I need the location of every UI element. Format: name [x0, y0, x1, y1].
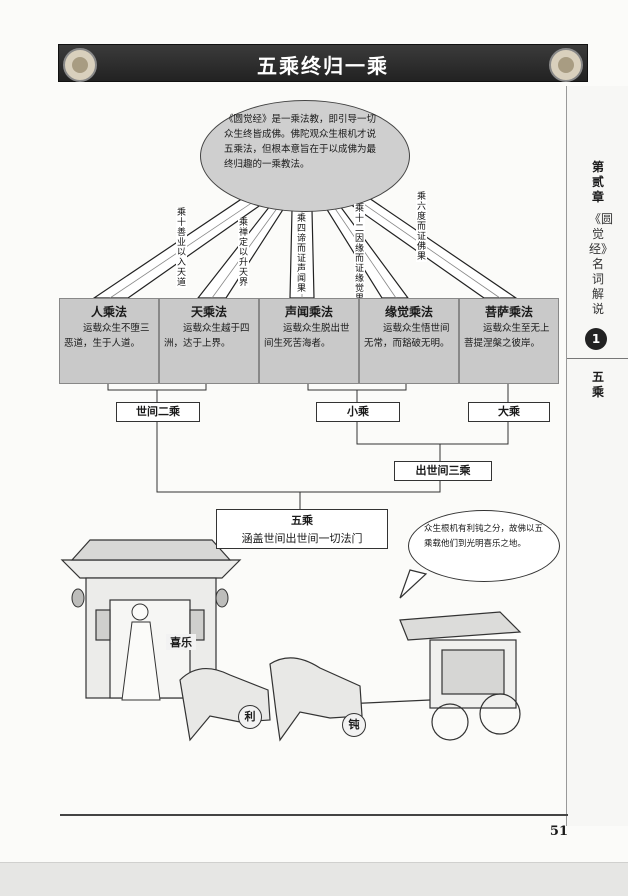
one-vehicle-cloud	[200, 100, 410, 212]
footer-rule	[60, 814, 568, 816]
robed-figure	[121, 603, 161, 701]
transworldly-three-vehicles-label: 出世间三乘	[394, 461, 492, 481]
carriage-illustration	[299, 611, 522, 741]
sidebar-divider	[567, 358, 628, 359]
vehicle-title: 人乘法	[90, 305, 127, 319]
summary-desc: 涵盖世间出世间一切法门	[241, 532, 363, 545]
cloud-text: 《圆觉经》是一乘法教，即引导一切众生终皆成佛。佛陀观众生根机才说五乘法，但根本意…	[224, 114, 377, 170]
speech-bubble	[408, 510, 560, 582]
vehicle-box-sravaka: 声闻乘法 运载众生脱出世间生死苦海者。	[259, 298, 359, 384]
lantern-icon	[71, 588, 229, 608]
small-vehicle-label: 小乘	[316, 402, 400, 422]
vehicle-desc: 运载众生越于四洲，达于上界。	[164, 323, 250, 349]
lotus-ornament-icon	[549, 48, 583, 82]
vehicle-desc: 运载众生至无上菩提涅槃之彼岸。	[464, 323, 550, 349]
vehicle-box-heaven: 天乘法 运载众生越于四洲，达于上界。	[159, 298, 259, 384]
ray-label-human: 乘十善业以入天道	[176, 208, 187, 288]
chapter-subtitle: 《圆觉经》名词解说	[589, 212, 614, 316]
joy-label: 喜乐	[166, 634, 196, 650]
chapter-sidebar: 第贰章 《圆觉经》名词解说 1 五乘	[566, 86, 628, 826]
ray-label-bodhisattva: 乘六度而证佛果	[416, 192, 427, 262]
ray-label-heaven: 乘禅定以升天界	[238, 218, 249, 288]
vehicle-desc: 运载众生脱出世间生死苦海者。	[264, 323, 350, 349]
dull-horse-label: 钝	[342, 713, 366, 737]
vehicle-box-pratyeka: 缘觉乘法 运载众生悟世间无常，而豁破无明。	[359, 298, 459, 384]
lotus-ornament-icon	[63, 48, 97, 82]
vehicle-title: 声闻乘法	[284, 305, 333, 319]
section-number-badge: 1	[585, 328, 607, 350]
sharp-horse-label: 利	[238, 705, 262, 729]
great-vehicle-label: 大乘	[468, 402, 550, 422]
vehicle-title: 缘觉乘法	[384, 305, 433, 319]
section-label: 五乘	[591, 370, 604, 399]
worldly-two-vehicles-label: 世间二乘	[116, 402, 200, 422]
summary-bracket	[156, 420, 441, 493]
vehicle-box-human: 人乘法 运载众生不堕三恶道，生于人道。	[59, 298, 159, 384]
ray-label-sravaka: 乘四谛而证声闻果	[296, 214, 307, 294]
vehicle-title: 天乘法	[190, 305, 227, 319]
chapter-label: 第贰章	[591, 160, 604, 204]
page-number: 51	[549, 824, 568, 839]
vehicle-title: 菩萨乘法	[484, 305, 533, 319]
title-banner: 五乘终归一乘	[58, 44, 588, 82]
page-title: 五乘终归一乘	[257, 54, 389, 78]
ray-label-pratyeka: 乘十二因缘而证缘觉果	[354, 204, 365, 304]
vehicle-box-bodhisattva: 菩萨乘法 运载众生至无上菩提涅槃之彼岸。	[459, 298, 559, 384]
transworldly-bracket	[356, 420, 509, 445]
summary-title: 五乘	[291, 514, 313, 527]
vehicle-desc: 运载众生悟世间无常，而豁破无明。	[364, 323, 450, 349]
vehicle-desc: 运载众生不堕三恶道，生于人道。	[64, 323, 150, 349]
speech-bubble-text: 众生根机有利钝之分，故佛以五乘载他们到光明喜乐之地。	[424, 524, 544, 549]
five-vehicles-summary: 五乘 涵盖世间出世间一切法门	[216, 509, 388, 549]
horse-illustration	[179, 657, 363, 742]
scan-gutter	[0, 862, 628, 896]
